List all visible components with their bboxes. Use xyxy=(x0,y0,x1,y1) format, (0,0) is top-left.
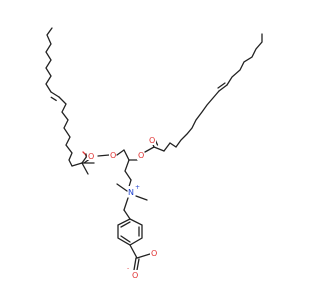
benzoate-group: O O - xyxy=(117,209,158,280)
molecular-structure: O O O N + O xyxy=(45,27,263,280)
atom-o-ester1-carbonyl: O xyxy=(88,152,94,161)
carboxyl-charge-label: - xyxy=(127,265,129,272)
cis-double-bond-left xyxy=(50,91,60,98)
atom-o-ester2-link: O xyxy=(138,151,144,160)
atom-n-ammonium: N xyxy=(128,188,134,197)
atom-o-carboxyl-double: O xyxy=(132,271,138,280)
atom-o-ester2-carbonyl: O xyxy=(149,136,155,145)
atom-o-ester1-link: O xyxy=(110,151,116,160)
trans-double-bond-right xyxy=(218,84,228,92)
ester-left: O O xyxy=(81,150,117,175)
chain-left xyxy=(45,27,95,167)
n-charge-label: + xyxy=(135,184,140,191)
chain-right: O xyxy=(144,33,263,153)
atom-o-carboxyl-single: O xyxy=(151,249,157,258)
glycerol-backbone: O N + xyxy=(116,149,148,211)
